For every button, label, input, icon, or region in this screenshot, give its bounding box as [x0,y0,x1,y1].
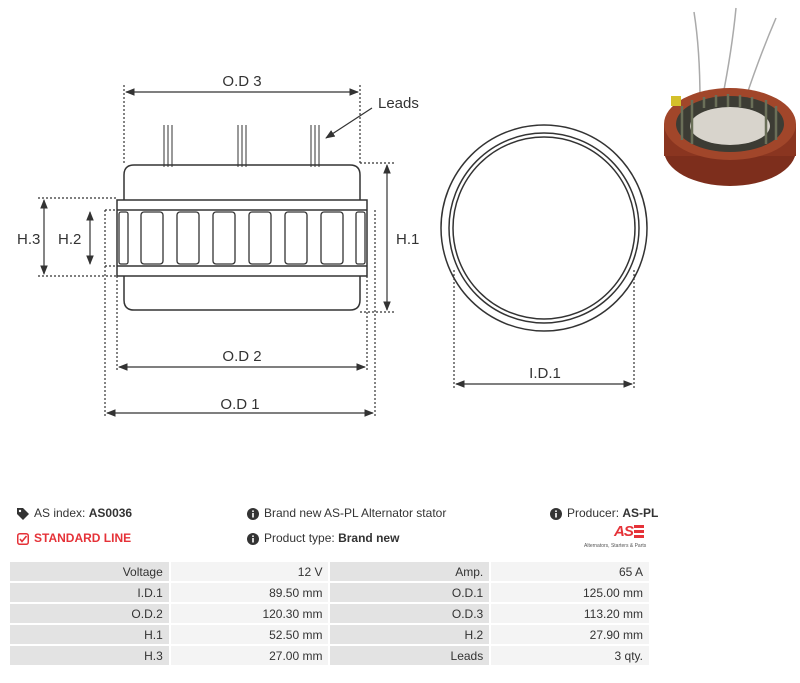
spec-value: 12 V [170,562,329,581]
info-icon [247,532,259,545]
checkbox-icon [17,532,29,545]
leads-arrow [325,107,373,139]
as-index-value: AS0036 [88,506,133,520]
table-row: O.D.2 120.30 mm O.D.3 113.20 mm [10,604,649,623]
lead-wires [163,125,320,167]
table-row: H.1 52.50 mm H.2 27.90 mm [10,625,649,644]
logo-tagline: Alternators, Starters & Parts [584,543,647,549]
spec-value: 65 A [491,562,649,581]
info-icon [247,507,259,520]
product-type-value: Brand new [338,531,400,545]
spec-label: H.1 [10,625,169,644]
spec-table: Voltage 12 V Amp. 65 A I.D.1 89.50 mm O.… [8,560,651,667]
label-od3: O.D 3 [222,73,261,90]
core-slots [118,211,366,265]
spec-label: Voltage [10,562,169,581]
product-type-label: Product type: [264,531,335,545]
spec-label: H.2 [330,625,490,644]
spec-table-body: Voltage 12 V Amp. 65 A I.D.1 89.50 mm O.… [10,562,649,665]
stator-photo [664,7,796,186]
description-text: Brand new AS-PL Alternator stator [264,506,447,520]
spec-label: O.D.2 [10,604,169,623]
spec-value: 89.50 mm [170,583,329,602]
table-row: I.D.1 89.50 mm O.D.1 125.00 mm [10,583,649,602]
label-h1: H.1 [396,231,419,248]
product-type: Product type: Brand new [247,531,399,545]
spec-value: 3 qty. [491,646,649,665]
stator-side-view [116,125,368,311]
label-od2: O.D 2 [222,348,261,365]
extension-lines [38,85,635,418]
label-od1: O.D 1 [220,396,259,413]
spec-label: O.D.1 [330,583,490,602]
product-description: Brand new AS-PL Alternator stator [247,506,446,520]
table-row: H.3 27.00 mm Leads 3 qty. [10,646,649,665]
info-icon [550,507,562,520]
spec-label: Leads [330,646,490,665]
spec-value: 27.90 mm [491,625,649,644]
label-id1: I.D.1 [529,365,561,382]
as-index-label: AS index: [34,506,86,520]
producer: Producer: AS-PL [550,506,658,520]
label-leads: Leads [378,95,419,112]
spec-label: H.3 [10,646,169,665]
spec-value: 52.50 mm [170,625,329,644]
spec-label: Amp. [330,562,490,581]
dimension-arrows [40,88,633,417]
winding-top [123,164,361,200]
label-h2: H.2 [58,231,81,248]
label-h3: H.3 [17,231,40,248]
winding-bottom [123,276,361,311]
table-row: Voltage 12 V Amp. 65 A [10,562,649,581]
standard-line-text: STANDARD LINE [34,531,132,545]
logo-text: AS [614,523,634,540]
spec-value: 27.00 mm [170,646,329,665]
tag-icon [17,507,29,520]
as-pl-logo: AS Alternators, Starters & Parts [584,523,650,551]
stator-core [116,199,368,277]
spec-value: 120.30 mm [170,604,329,623]
producer-value: AS-PL [622,506,659,520]
spec-label: I.D.1 [10,583,169,602]
spec-value: 113.20 mm [491,604,649,623]
standard-line-badge: STANDARD LINE [17,531,131,545]
as-index: AS index: AS0036 [17,506,132,520]
stator-technical-drawing: O.D 3 Leads H.1 H.2 H.3 O.D 2 O.D 1 I.D.… [17,7,796,418]
spec-label: O.D.3 [330,604,490,623]
producer-label: Producer: [567,506,620,520]
spec-value: 125.00 mm [491,583,649,602]
stator-ring-view [440,124,648,332]
